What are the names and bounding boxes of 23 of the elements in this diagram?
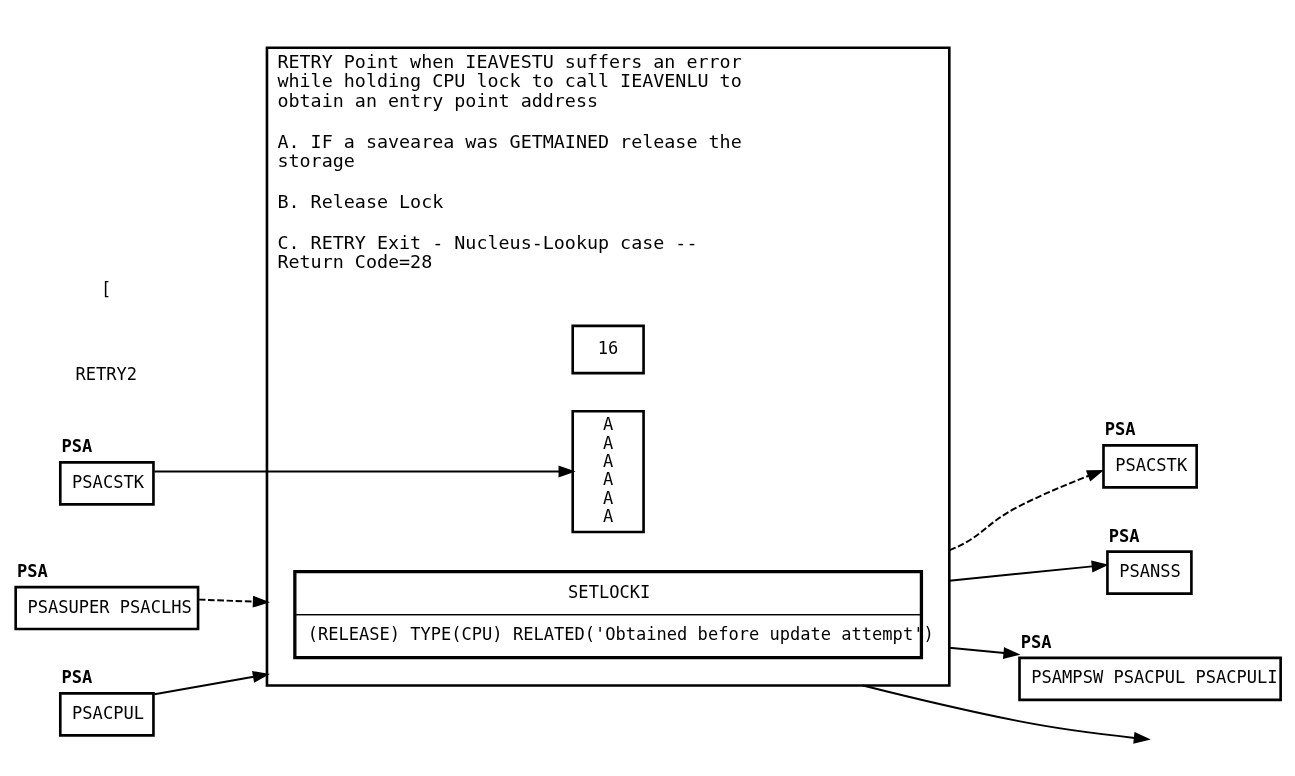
arrow	[948, 560, 1109, 582]
arrow	[153, 670, 270, 695]
node-label: PSA	[1104, 418, 1136, 439]
node-label: PSA	[61, 435, 93, 456]
node-box: A A A A A A	[571, 409, 645, 533]
node-box: PSASUPER PSACLHS	[14, 585, 200, 630]
node-box: PSACPUL	[59, 691, 155, 737]
node-box: PSAMPSW PSACPUL PSACPULI	[1018, 656, 1282, 701]
arrow	[948, 469, 1105, 551]
node-label: PSA	[61, 666, 93, 687]
node-label: PSA	[1020, 631, 1052, 652]
node-label: PSA	[16, 560, 48, 581]
label: RETRY2	[75, 363, 138, 384]
arrow	[198, 595, 270, 608]
label: [	[101, 278, 112, 299]
node-box: PSACSTK	[59, 460, 155, 506]
arrow	[862, 684, 1151, 744]
node-box: 16	[571, 324, 645, 374]
node-box: PSANSS	[1106, 549, 1193, 595]
arrow	[153, 465, 576, 478]
node-box: PSACSTK	[1102, 443, 1198, 489]
node-label: PSA	[1108, 525, 1140, 546]
arrow	[948, 646, 1021, 659]
